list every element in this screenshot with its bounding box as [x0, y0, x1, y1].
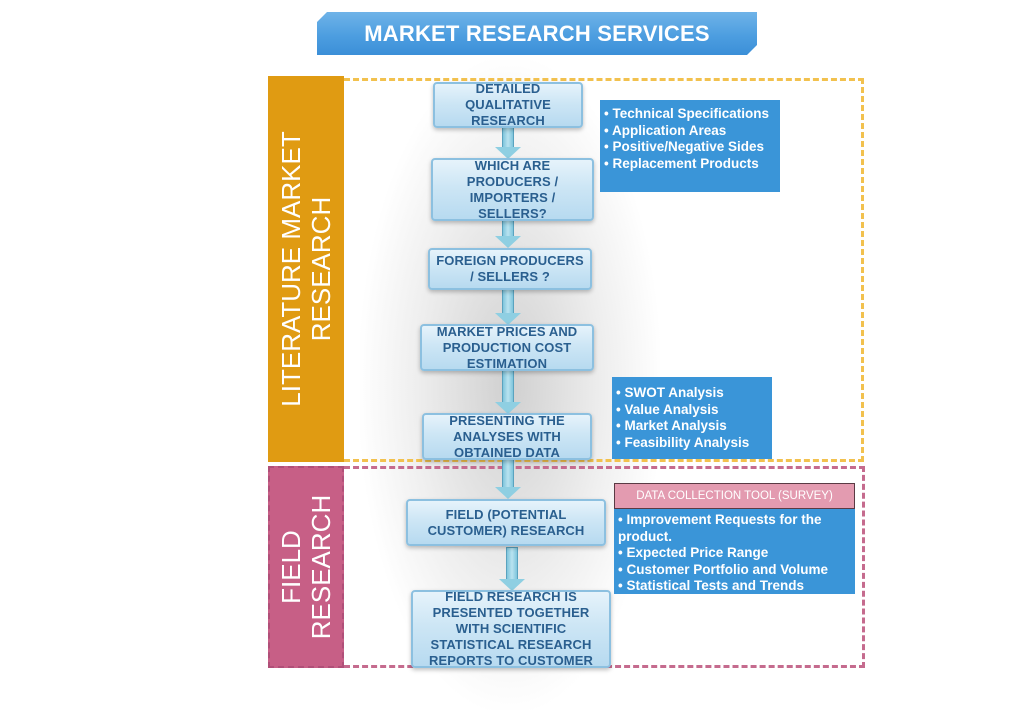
step-producers-importers-sellers: WHICH ARE PRODUCERS / IMPORTERS / SELLER…	[431, 158, 594, 221]
step-text: MARKET PRICES AND PRODUCTION COST ESTIMA…	[436, 324, 578, 371]
step-text: FIELD (POTENTIAL CUSTOMER) RESEARCH	[427, 506, 585, 538]
flow-arrow-down-icon	[495, 220, 521, 248]
bullet-item: • Expected Price Range	[618, 545, 769, 560]
step-foreign-producers: FOREIGN PRODUCERS / SELLERS ?	[428, 248, 592, 290]
step-text: WHICH ARE PRODUCERS / IMPORTERS / SELLER…	[466, 158, 559, 221]
flow-arrow-down-icon	[499, 547, 525, 591]
label-line: FIELD	[276, 530, 306, 604]
literature-section-label-bar: LITERATURE MARKET RESEARCH	[268, 76, 344, 462]
bullet-item: • Technical Specifications	[604, 106, 770, 121]
label-line: LITERATURE MARKET	[276, 131, 306, 407]
bullet-item: • Customer Portfolio and Volume	[618, 561, 828, 577]
survey-items-box: • Improvement Requests for the product.•…	[614, 509, 855, 594]
flow-arrow-down-icon	[495, 459, 521, 499]
step-text: FOREIGN PRODUCERS / SELLERS ?	[436, 253, 584, 284]
flow-arrow-down-icon	[495, 289, 521, 325]
bullet-item: • Market Analysis	[616, 418, 727, 433]
title-banner: MARKET RESEARCH SERVICES	[317, 12, 757, 55]
step-market-prices: MARKET PRICES AND PRODUCTION COST ESTIMA…	[420, 324, 594, 371]
survey-header-text: DATA COLLECTION TOOL (SURVEY)	[636, 490, 833, 502]
literature-section-frame	[344, 78, 864, 462]
flow-arrow-down-icon	[495, 370, 521, 414]
flow-arrow-down-icon	[495, 127, 521, 159]
bullet-item: • SWOT Analysis	[616, 385, 724, 400]
bullet-item: • Application Areas	[604, 122, 727, 138]
survey-header: DATA COLLECTION TOOL (SURVEY)	[614, 483, 855, 509]
analyses-box: • SWOT Analysis• Value Analysis• Market …	[612, 377, 772, 459]
step-detailed-qualitative-research: DETAILED QUALITATIVE RESEARCH	[433, 82, 583, 128]
bullet-item: • Positive/Negative Sides	[604, 139, 765, 154]
step-field-research: FIELD (POTENTIAL CUSTOMER) RESEARCH	[406, 499, 606, 546]
label-line: RESEARCH	[306, 196, 336, 342]
page-title: MARKET RESEARCH SERVICES	[364, 20, 710, 46]
step-presenting-analyses: PRESENTING THE ANALYSES WITH OBTAINED DA…	[422, 413, 592, 460]
bullet-item: • Improvement Requests for the product.	[618, 512, 822, 544]
field-section-label: FIELD RESEARCH	[276, 495, 336, 639]
step-text: FIELD RESEARCH IS PRESENTED TOGETHER WIT…	[429, 590, 593, 668]
field-section-label-bar: FIELD RESEARCH	[268, 466, 344, 668]
literature-section-label: LITERATURE MARKET RESEARCH	[276, 131, 336, 406]
bullet-item: • Replacement Products	[604, 155, 759, 171]
qualitative-details-box: • Technical Specifications• Application …	[600, 100, 780, 192]
step-text: PRESENTING THE ANALYSES WITH OBTAINED DA…	[449, 413, 565, 460]
step-text: DETAILED QUALITATIVE RESEARCH	[465, 82, 551, 128]
bullet-item: • Feasibility Analysis	[616, 434, 750, 450]
bullet-item: • Statistical Tests and Trends	[618, 578, 805, 593]
step-final-report: FIELD RESEARCH IS PRESENTED TOGETHER WIT…	[411, 590, 611, 668]
bullet-item: • Value Analysis	[616, 401, 719, 417]
label-line: RESEARCH	[306, 494, 336, 640]
